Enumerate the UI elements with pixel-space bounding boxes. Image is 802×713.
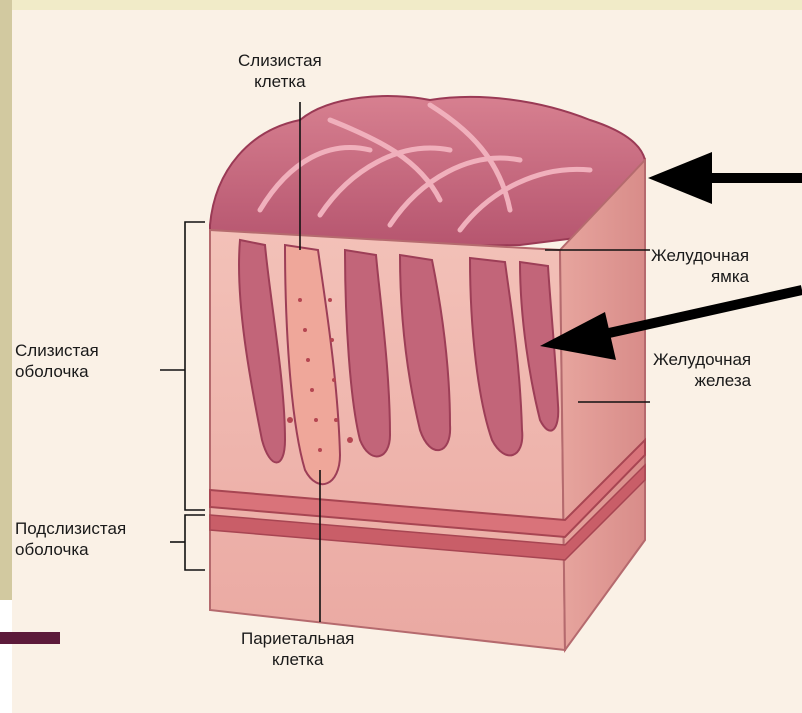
- mucosal-surface: [210, 96, 645, 250]
- label-parietal-cell: Париетальная клетка: [241, 628, 354, 670]
- label-gastric-gland: Желудочная железа: [653, 349, 751, 391]
- label-submucosa: Подслизистая оболочка: [15, 518, 126, 560]
- label-mucosa: Слизистая оболочка: [15, 340, 99, 382]
- label-mucous-cell: Слизистая клетка: [238, 50, 322, 92]
- label-gastric-pit: Желудочная ямка: [651, 245, 749, 287]
